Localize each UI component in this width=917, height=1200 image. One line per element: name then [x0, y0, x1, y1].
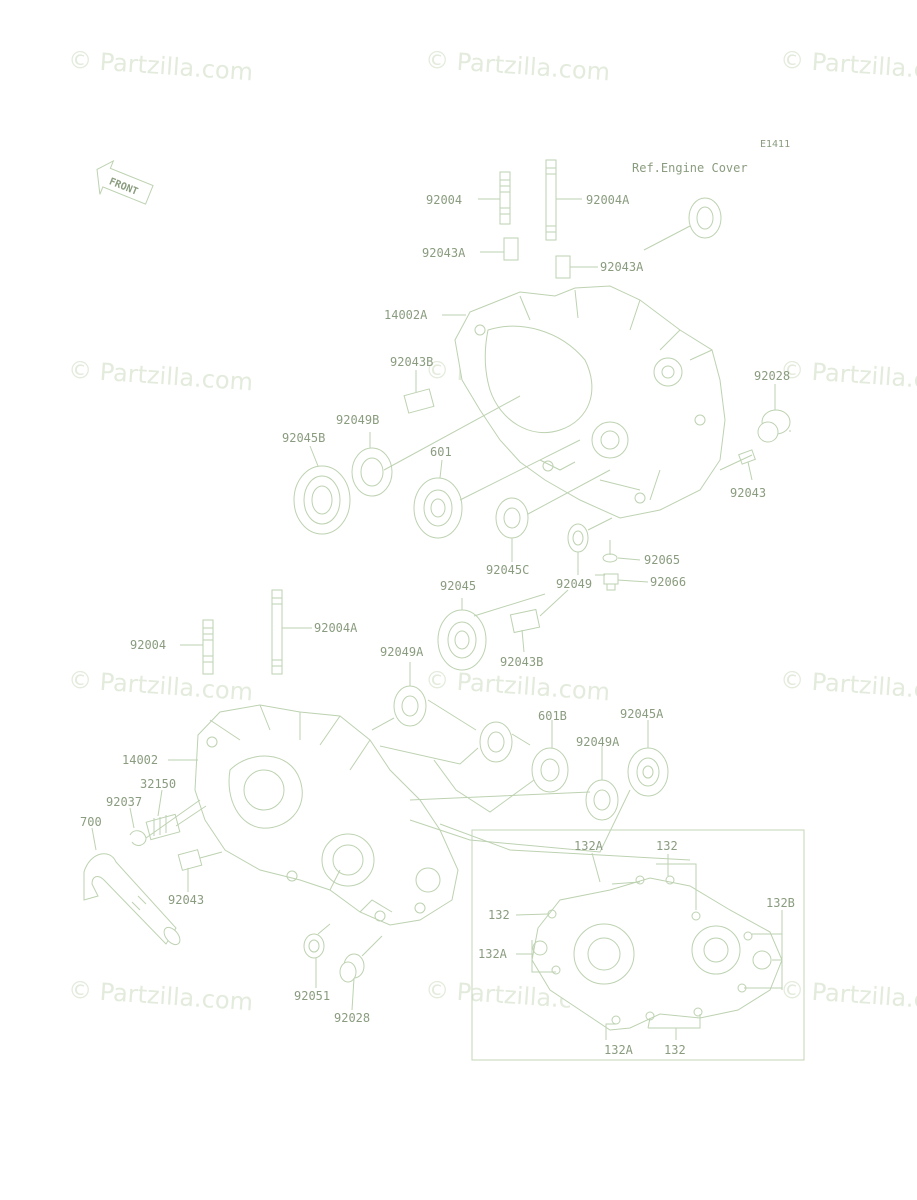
- bearing-601b: [531, 747, 569, 793]
- label-601b: 601B: [538, 709, 567, 723]
- stud-92004a-upper: [545, 159, 557, 241]
- bearing-ref-engine-cover: [688, 197, 722, 239]
- stud-92004-upper: [499, 171, 511, 225]
- label-92028-lower: 92028: [334, 1011, 370, 1025]
- bearing-92045: [437, 609, 487, 671]
- label-92004a-lower: 92004A: [314, 621, 358, 635]
- hose-700: [83, 853, 181, 946]
- dowel-92043b-lower: [509, 608, 541, 634]
- label-132a-left: 132A: [478, 947, 508, 961]
- label-92045: 92045: [440, 579, 476, 593]
- label-92043-upper: 92043: [730, 486, 766, 500]
- label-92045a: 92045A: [620, 707, 664, 721]
- seal-92049a-left: [393, 685, 427, 727]
- label-92066: 92066: [650, 575, 686, 589]
- bearing-lower-middle: [479, 721, 513, 763]
- label-14002: 14002: [122, 753, 158, 767]
- dowel-92043a-left: [503, 237, 519, 261]
- clamp-92037: [129, 830, 147, 846]
- dowel-92043a-right: [555, 255, 571, 279]
- label-14002a: 14002A: [384, 308, 428, 322]
- collar-92028-upper: [757, 409, 791, 443]
- label-92051: 92051: [294, 989, 330, 1003]
- label-92004-lower: 92004: [130, 638, 166, 652]
- label-92049: 92049: [556, 577, 592, 591]
- collar-92028-lower: [339, 953, 365, 983]
- label-92043b-lower: 92043B: [500, 655, 543, 669]
- label-92043a-left: 92043A: [422, 246, 466, 260]
- label-92065: 92065: [644, 553, 680, 567]
- callout-leaders: [91, 198, 783, 1040]
- label-92045b: 92045B: [282, 431, 325, 445]
- label-132-bottom: 132: [664, 1043, 686, 1057]
- dowel-92043b-upper: [403, 388, 435, 414]
- label-92043b-upper: 92043B: [390, 355, 433, 369]
- seal-92049b: [351, 447, 393, 497]
- label-92037: 92037: [106, 795, 142, 809]
- bearing-92045b: [293, 465, 351, 535]
- label-92004-upper: 92004: [426, 193, 462, 207]
- bearing-601: [413, 477, 463, 539]
- crankcase-right-half: [454, 285, 726, 519]
- label-132-top: 132: [656, 839, 678, 853]
- label-92049b: 92049B: [336, 413, 379, 427]
- stud-92004-lower: [202, 619, 214, 675]
- label-92045c: 92045C: [486, 563, 529, 577]
- label-132a-top: 132A: [574, 839, 604, 853]
- diagram-code: E1411: [760, 139, 790, 150]
- front-arrow-icon: FRONT: [96, 159, 154, 205]
- label-92049a-left: 92049A: [380, 645, 424, 659]
- bolt-inset-frame: [471, 829, 805, 1061]
- label-132b: 132B: [766, 896, 795, 910]
- bearing-92045a: [627, 747, 669, 797]
- seal-92049: [567, 523, 589, 553]
- label-32150: 32150: [140, 777, 176, 791]
- label-92028-upper: 92028: [754, 369, 790, 383]
- label-132-left: 132: [488, 908, 510, 922]
- ref-engine-cover-note: Ref.Engine Cover: [632, 161, 748, 175]
- plug-92066: [603, 573, 619, 591]
- part-labels: 92004 92004A 92043A 92043A 14002A 92043B…: [80, 193, 795, 1057]
- label-700: 700: [80, 815, 102, 829]
- crankcase-left-half: [194, 704, 459, 926]
- label-92043a-right: 92043A: [600, 260, 644, 274]
- seal-92051: [303, 933, 325, 959]
- stud-92004a-lower: [271, 589, 283, 675]
- crankcase-bolt-view: [531, 875, 783, 1031]
- label-92004a-upper: 92004A: [586, 193, 630, 207]
- bearing-92045c: [495, 497, 529, 539]
- alignment-lines: [145, 225, 791, 957]
- dowel-92043-lower: [177, 849, 203, 871]
- washer-92065: [602, 553, 618, 563]
- label-132a-bottom: 132A: [604, 1043, 634, 1057]
- label-601: 601: [430, 445, 452, 459]
- label-92049a-right: 92049A: [576, 735, 620, 749]
- seal-92049a-right: [585, 779, 619, 821]
- label-92043-lower: 92043: [168, 893, 204, 907]
